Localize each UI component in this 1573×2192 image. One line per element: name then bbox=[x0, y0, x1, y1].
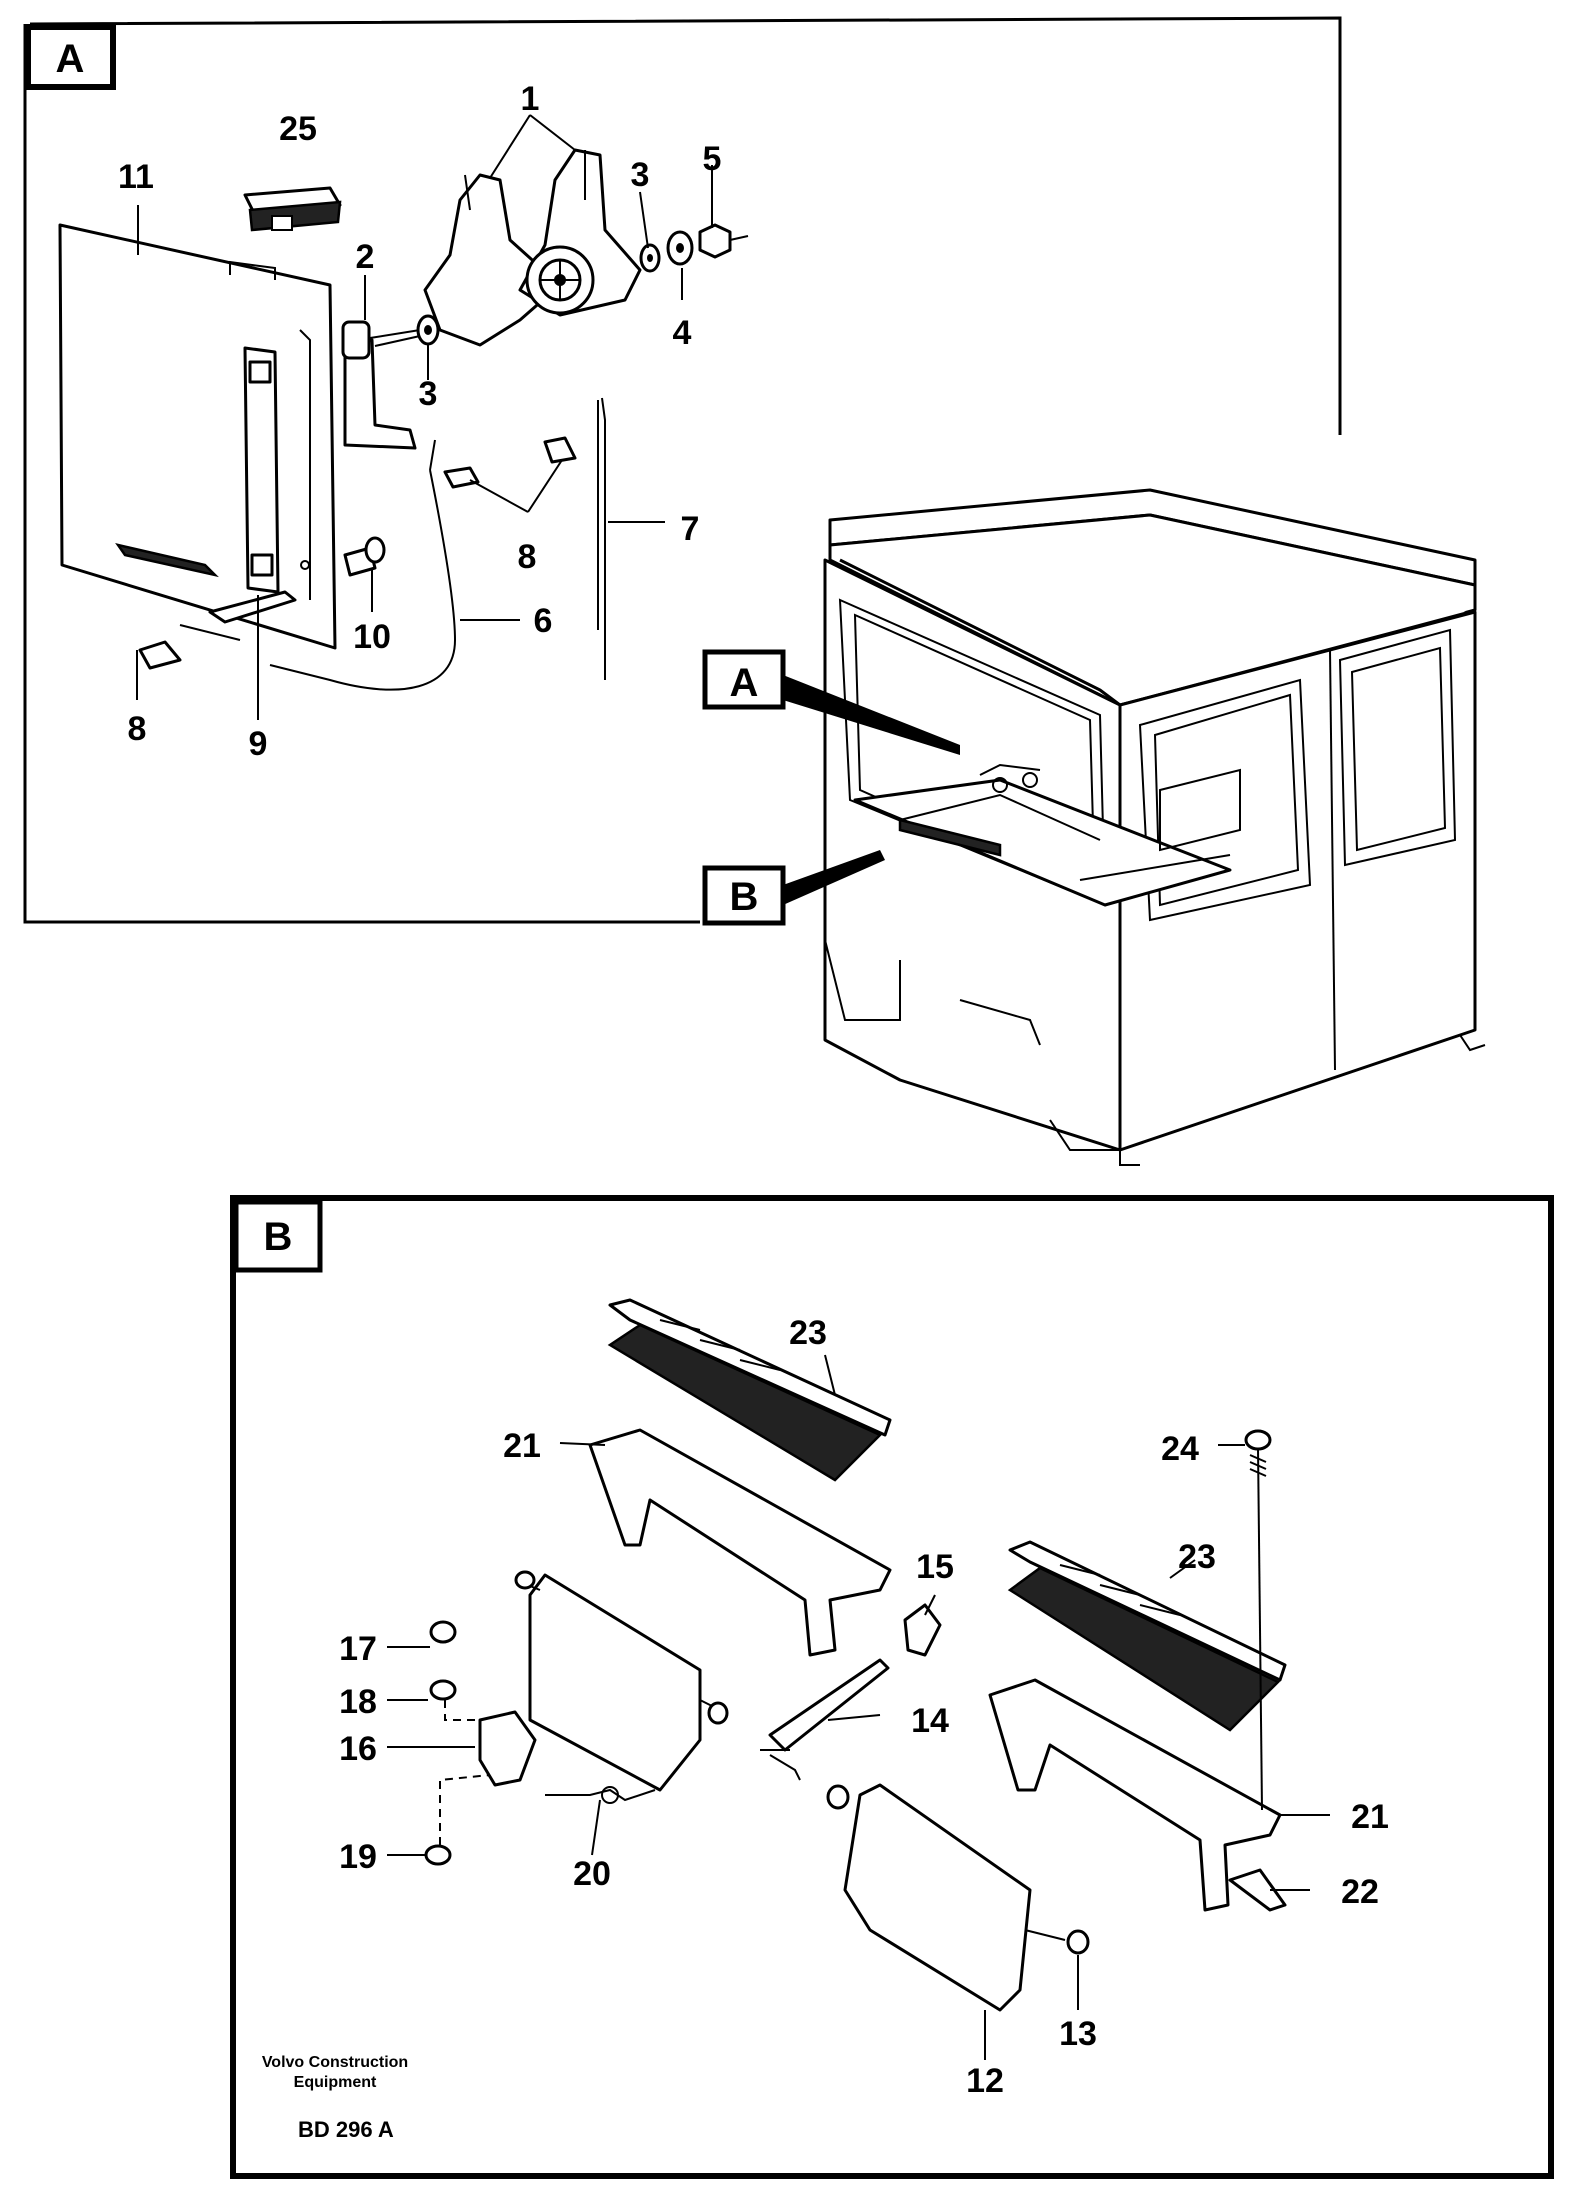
pin-part bbox=[1228, 1868, 1287, 1912]
drawing-code: BD 296 A bbox=[298, 2117, 394, 2142]
mounting-rail-part bbox=[588, 1428, 892, 1657]
part-label: 5 bbox=[703, 140, 722, 178]
part-label: 10 bbox=[353, 618, 391, 656]
mount-bracket-part bbox=[423, 148, 642, 347]
part-label: 3 bbox=[419, 375, 438, 413]
part-label: 21 bbox=[1351, 1798, 1389, 1836]
nut-part bbox=[698, 223, 732, 259]
cover-flap-part bbox=[843, 1783, 1090, 2012]
panel-a: A bbox=[23, 16, 1342, 924]
latch-part bbox=[478, 1710, 537, 1787]
switch-housing-part bbox=[243, 186, 342, 232]
part-label: 20 bbox=[573, 1855, 611, 1893]
part-label: 11 bbox=[118, 158, 154, 196]
part-label: 14 bbox=[911, 1702, 949, 1740]
cab-illustration bbox=[823, 488, 1486, 1166]
part-label: 2 bbox=[356, 238, 375, 276]
part-label: 8 bbox=[128, 710, 147, 748]
part-label: 6 bbox=[534, 602, 553, 640]
part-label: 23 bbox=[789, 1314, 827, 1352]
spring-part bbox=[545, 1788, 656, 1802]
part-label: 3 bbox=[631, 156, 650, 194]
vent-grille-part bbox=[1007, 1540, 1287, 1732]
callout-b: B bbox=[702, 850, 885, 926]
part-label: 23 bbox=[1178, 1538, 1216, 1576]
part-label: 9 bbox=[249, 725, 268, 763]
panel-b-tag-box bbox=[233, 1199, 323, 1273]
cover-flap-part bbox=[514, 1570, 729, 1792]
panel-a-frame bbox=[23, 16, 1342, 924]
panel-b: B bbox=[230, 1195, 1554, 2179]
clip-part bbox=[138, 436, 577, 670]
svg-text:A: A bbox=[730, 661, 759, 705]
part-label: 24 bbox=[1161, 1430, 1199, 1468]
panel-a-tag-box bbox=[25, 24, 116, 90]
part-label: 13 bbox=[1059, 2015, 1097, 2053]
mounting-rail-part bbox=[988, 1678, 1282, 1912]
panel-a-tag: A bbox=[56, 37, 85, 81]
part-label: 12 bbox=[966, 2062, 1004, 2100]
bolt-bracket-part bbox=[341, 320, 421, 450]
part-label: 25 bbox=[279, 110, 317, 148]
part-label: 7 bbox=[681, 510, 700, 548]
knob-part bbox=[903, 1603, 942, 1657]
part-label: 4 bbox=[673, 314, 692, 352]
cover-plate-part bbox=[58, 223, 337, 650]
cable-part bbox=[269, 469, 457, 691]
vent-grille-part bbox=[607, 1298, 892, 1482]
part-label: 8 bbox=[518, 538, 537, 576]
panel-b-frame bbox=[230, 1195, 1554, 2179]
part-label: 21 bbox=[503, 1427, 541, 1465]
part-label: 16 bbox=[339, 1730, 377, 1768]
lever-part bbox=[760, 1658, 890, 1781]
callout-a: A bbox=[702, 649, 960, 755]
company-name-line2: Equipment bbox=[294, 2074, 377, 2091]
bolt-part bbox=[343, 536, 386, 577]
part-label: 18 bbox=[339, 1683, 377, 1721]
panel-b-tag: B bbox=[264, 1215, 293, 1259]
bracket-part bbox=[179, 346, 297, 641]
part-label: 17 bbox=[339, 1630, 377, 1668]
part-label: 19 bbox=[339, 1838, 377, 1876]
screw-part bbox=[1244, 1429, 1272, 1811]
svg-text:B: B bbox=[730, 875, 759, 919]
company-name: Volvo Construction bbox=[262, 2054, 408, 2071]
cable-7-part bbox=[601, 397, 606, 680]
part-label: 15 bbox=[916, 1548, 954, 1586]
part-label: 1 bbox=[521, 80, 540, 118]
part-label: 22 bbox=[1341, 1873, 1379, 1911]
